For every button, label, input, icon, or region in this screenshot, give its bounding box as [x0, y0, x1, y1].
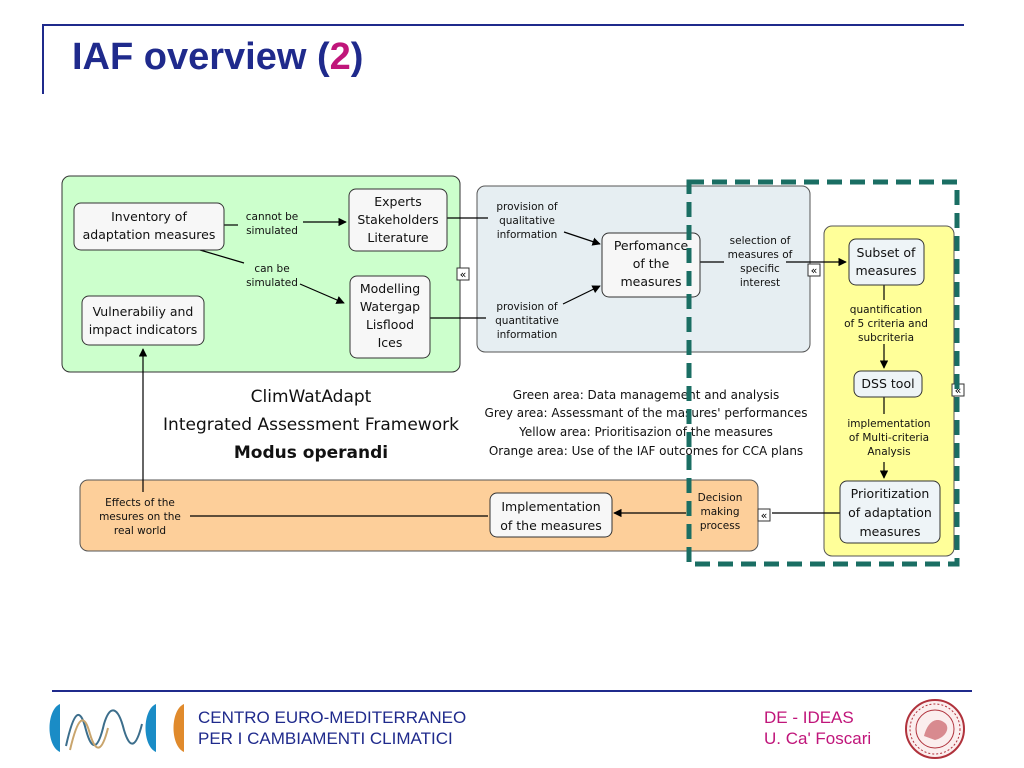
box-prioritization: [839, 480, 941, 544]
legend-orange: Orange area: Use of the IAF outcomes for…: [489, 444, 803, 458]
box-vulnerability: [81, 295, 205, 346]
footer-department: DE - IDEAS U. Ca' Foscari: [764, 707, 871, 749]
title-vertical-rule: [42, 24, 44, 94]
legend-grey: Grey area: Assessmant of the masures' pe…: [485, 406, 808, 420]
line-inventory-can: [199, 249, 245, 264]
footer-organization: CENTRO EURO-MEDITERRANEO PER I CAMBIAMEN…: [198, 707, 466, 749]
footer-org-line-2: PER I CAMBIAMENTI CLIMATICI: [198, 729, 453, 748]
collapse-icon-yellow-glyph: «: [955, 384, 962, 397]
box-dss-text: DSS tool: [861, 376, 914, 391]
collapse-icon-grey-glyph: «: [811, 264, 818, 277]
arrow-can-modelling: [299, 283, 345, 304]
collapse-icon-orange[interactable]: [757, 508, 771, 522]
legend-green: Green area: Data management and analysis: [513, 388, 779, 402]
collapse-icon-green-glyph: «: [460, 268, 467, 281]
box-subset: [848, 238, 925, 286]
arrow-qualitative-performance: [563, 231, 601, 246]
title-horizontal-rule: [42, 24, 964, 26]
box-dss: [853, 370, 923, 398]
arrow-quantitative-performance: [562, 285, 601, 305]
box-modelling: [349, 275, 431, 359]
collapse-icon-green[interactable]: [456, 267, 470, 281]
collapse-icon-grey[interactable]: [807, 263, 821, 277]
box-inventory: [73, 202, 225, 251]
framework-subtitle: Modus operandi: [234, 443, 388, 463]
collapse-icon-orange-glyph: «: [761, 509, 768, 522]
cmcc-logo-icon: [49, 704, 184, 752]
box-implementation: [489, 492, 613, 538]
legend-yellow: Yellow area: Prioritisazion of the measu…: [518, 425, 773, 439]
title-prefix: IAF overview (: [72, 36, 330, 78]
footer-dept-line-1: DE - IDEAS: [764, 708, 854, 727]
footer-rule: [52, 690, 972, 692]
footer-dept-line-2: U. Ca' Foscari: [764, 729, 872, 748]
dashed-highlight-region: [686, 179, 960, 567]
area-legend: Green area: Data management and analysis…: [485, 388, 808, 458]
slide-title: IAF overview (2): [72, 36, 363, 79]
title-suffix: ): [350, 36, 364, 78]
title-number: 2: [329, 36, 351, 78]
box-performance: [601, 232, 701, 298]
box-experts: [348, 188, 448, 252]
footer-org-line-1: CENTRO EURO-MEDITERRANEO: [198, 708, 467, 727]
university-seal-icon: [905, 699, 965, 759]
